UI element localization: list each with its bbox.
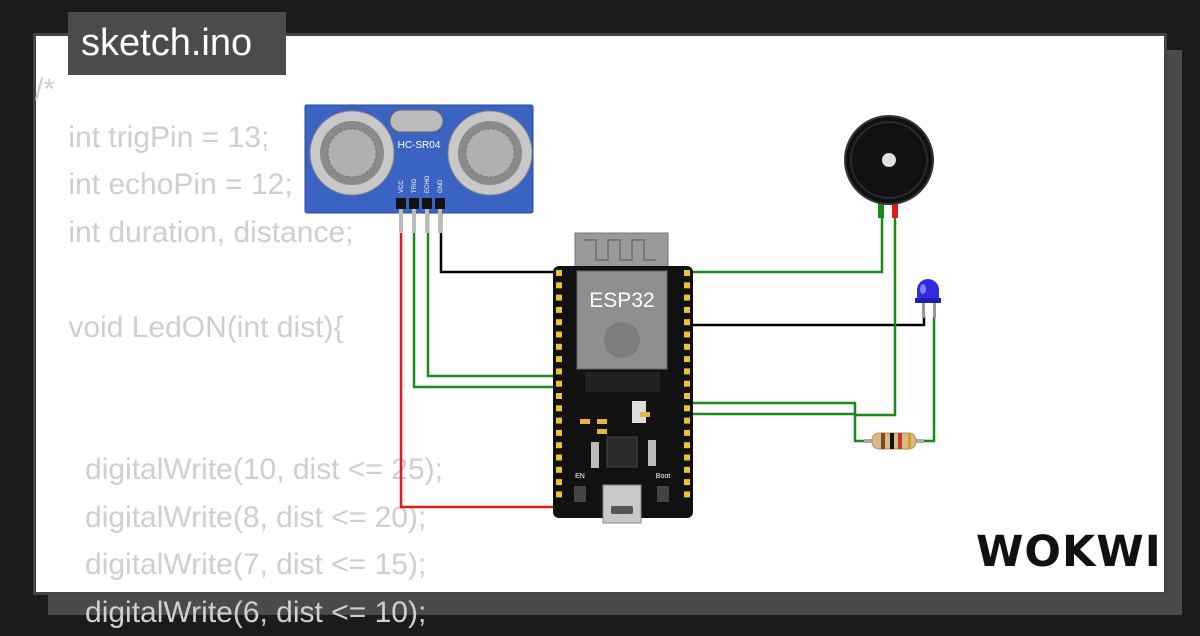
header-pin[interactable] [684, 319, 690, 325]
esp32-board[interactable]: ESP32 EN Boot [553, 233, 693, 523]
header-pin[interactable] [684, 307, 690, 313]
usb-port-icon [603, 485, 641, 523]
wire-led-gnd [686, 316, 924, 325]
header-pin[interactable] [556, 368, 562, 374]
header-pin[interactable] [684, 368, 690, 374]
resistor-icon[interactable] [864, 433, 924, 449]
hc-sr04-sensor[interactable]: HC-SR04 VCC TRIG ECHO GND [305, 105, 533, 233]
header-pin[interactable] [556, 344, 562, 350]
pin-label-gnd: GND [438, 179, 444, 193]
header-pin[interactable] [684, 356, 690, 362]
header-pin[interactable] [556, 282, 562, 288]
header-pin[interactable] [556, 393, 562, 399]
header-pin[interactable] [684, 418, 690, 424]
wire-vcc [401, 209, 560, 507]
header-pin[interactable] [684, 332, 690, 338]
header-pin[interactable] [684, 442, 690, 448]
header-pin[interactable] [556, 319, 562, 325]
header-pin[interactable] [556, 467, 562, 473]
en-button-label: EN [575, 473, 585, 480]
header-pin[interactable] [684, 282, 690, 288]
header-pin[interactable] [556, 405, 562, 411]
filename-tag: sketch.ino [68, 12, 286, 75]
wire-resistor-led [922, 316, 934, 441]
header-pin[interactable] [556, 418, 562, 424]
header-pin[interactable] [684, 430, 690, 436]
sensor-label: HC-SR04 [398, 140, 441, 151]
pin-label-trig: TRIG [412, 178, 418, 193]
header-pin[interactable] [684, 381, 690, 387]
header-pin[interactable] [684, 455, 690, 461]
pin-label-echo: ECHO [425, 175, 431, 193]
header-pin[interactable] [556, 307, 562, 313]
header-pin[interactable] [556, 356, 562, 362]
wire-echo [428, 209, 560, 376]
wire-resistor-in [686, 414, 870, 441]
header-pin[interactable] [556, 332, 562, 338]
header-pin[interactable] [556, 442, 562, 448]
header-pin[interactable] [556, 491, 562, 497]
wokwi-logo: WOKWI [976, 527, 1162, 577]
header-pin[interactable] [684, 405, 690, 411]
header-pin[interactable] [684, 344, 690, 350]
header-pin[interactable] [684, 479, 690, 485]
buzzer-icon[interactable] [845, 116, 933, 218]
header-pin[interactable] [556, 479, 562, 485]
header-pin[interactable] [556, 430, 562, 436]
header-pin[interactable] [556, 455, 562, 461]
header-pin[interactable] [684, 295, 690, 301]
header-pin[interactable] [556, 270, 562, 276]
wire-buzzer-neg [686, 207, 882, 272]
header-pin[interactable] [684, 393, 690, 399]
header-pin[interactable] [556, 381, 562, 387]
wire-trig [414, 209, 560, 387]
wire-buzzer-pos [686, 207, 895, 415]
pin-label-vcc: VCC [399, 180, 405, 193]
header-pin[interactable] [684, 491, 690, 497]
led-icon[interactable] [915, 279, 941, 318]
boot-button-label: Boot [656, 473, 670, 480]
header-pin[interactable] [684, 467, 690, 473]
header-pin[interactable] [556, 295, 562, 301]
board-label: ESP32 [589, 289, 654, 312]
header-pin[interactable] [684, 270, 690, 276]
